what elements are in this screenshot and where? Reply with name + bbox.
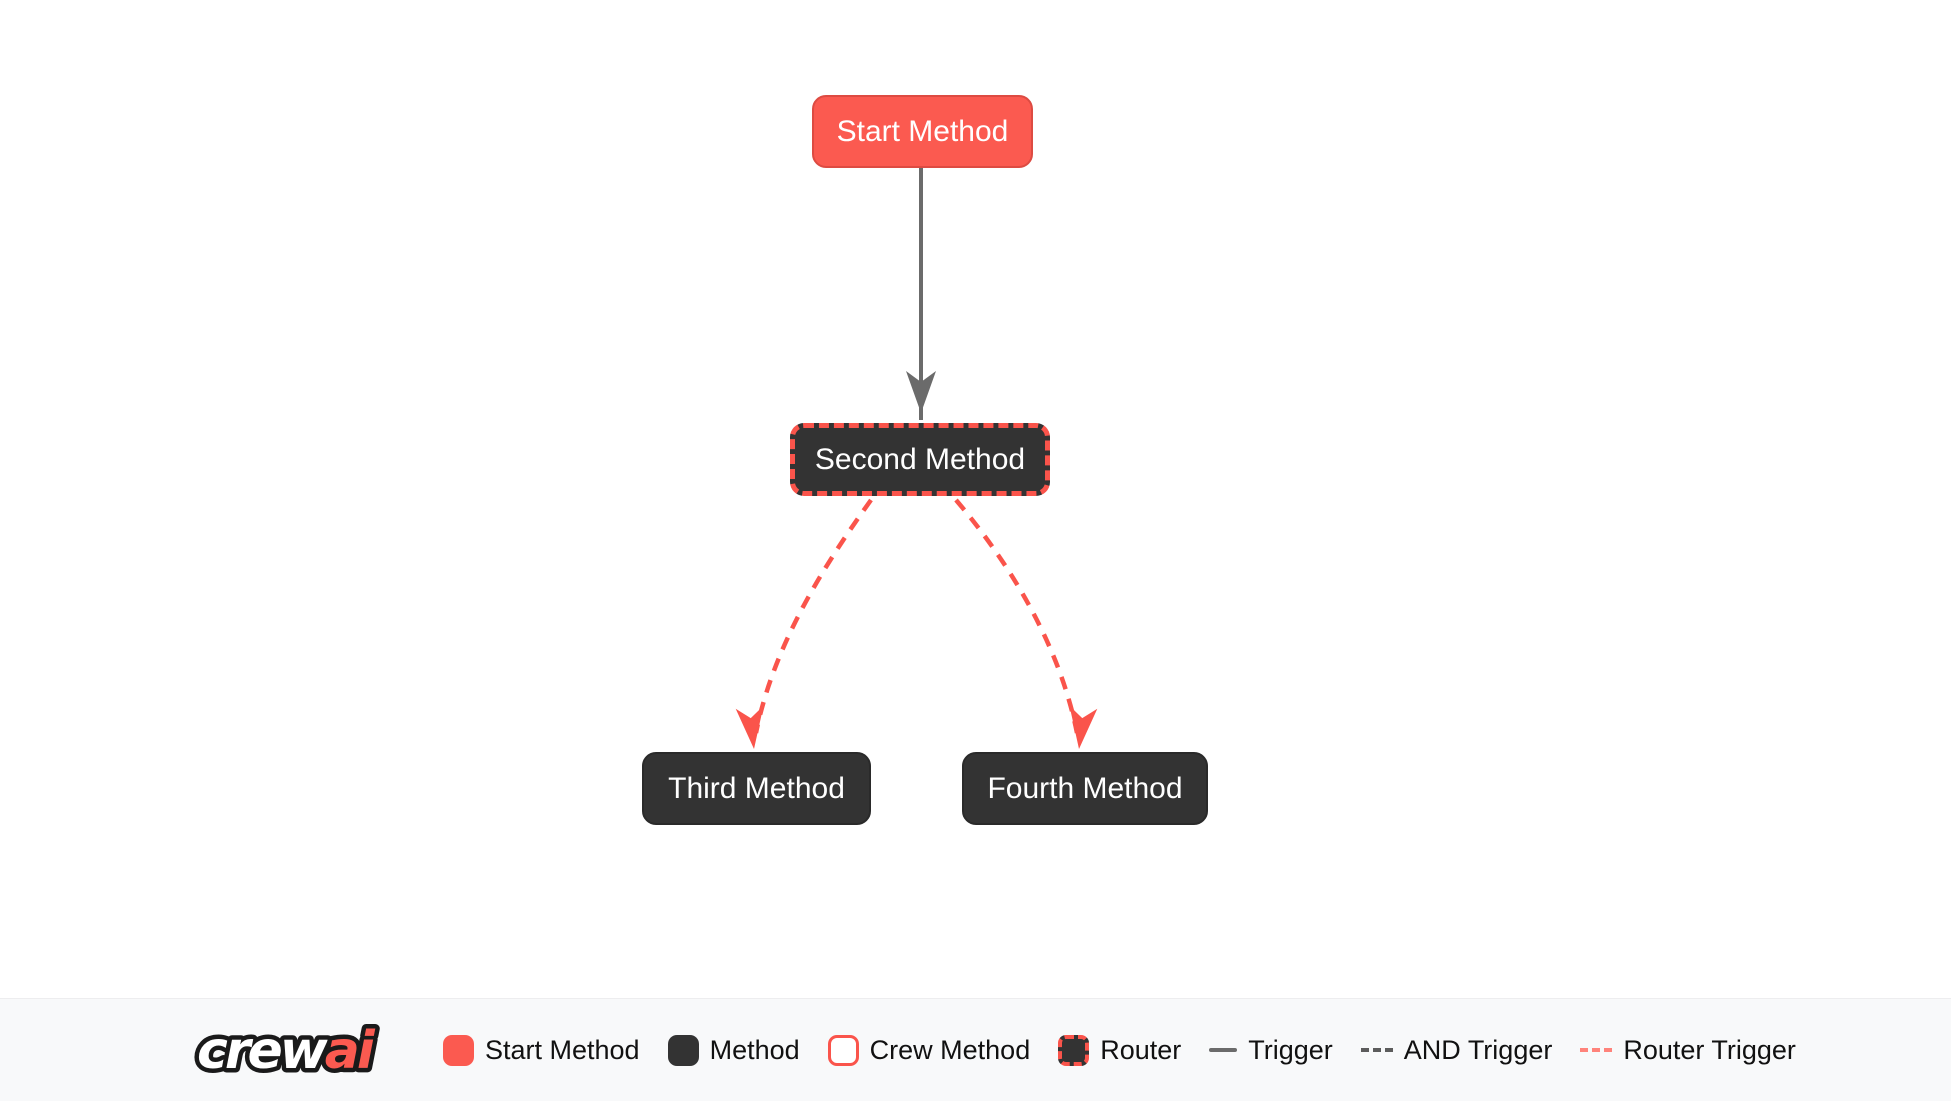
trigger-arrowhead-icon bbox=[906, 371, 936, 413]
trigger-line-icon bbox=[1209, 1048, 1238, 1052]
logo-crew-text: crew bbox=[197, 1021, 329, 1081]
legend-label: Start Method bbox=[485, 1034, 640, 1065]
legend-item-trigger: Trigger bbox=[1209, 1035, 1333, 1066]
and-trigger-line-icon bbox=[1360, 1048, 1393, 1052]
flow-canvas[interactable]: Start Method Second Method Third Method … bbox=[0, 0, 1951, 998]
router-trigger-edge-left bbox=[753, 498, 873, 734]
start-method-swatch-icon bbox=[443, 1034, 474, 1066]
router-swatch-icon bbox=[1058, 1034, 1090, 1066]
crewai-logo-text: crewai bbox=[197, 1021, 376, 1081]
legend-label: Trigger bbox=[1248, 1034, 1333, 1065]
node-fourth-method[interactable]: Fourth Method bbox=[962, 752, 1208, 825]
router-trigger-edge-right bbox=[954, 498, 1080, 734]
node-third-method[interactable]: Third Method bbox=[642, 752, 871, 825]
crewai-logo: crewai bbox=[193, 1017, 383, 1086]
legend-item-and-trigger: AND Trigger bbox=[1360, 1034, 1553, 1066]
legend-label: AND Trigger bbox=[1403, 1034, 1553, 1065]
router-trigger-arrowhead-left-icon bbox=[735, 705, 764, 749]
legend-label: Router Trigger bbox=[1623, 1034, 1796, 1065]
node-second-method[interactable]: Second Method bbox=[790, 423, 1050, 496]
node-start-method[interactable]: Start Method bbox=[812, 95, 1033, 168]
legend-bar: crewai Start Method Method Crew Method R… bbox=[0, 998, 1951, 1101]
legend-label: Router bbox=[1100, 1034, 1182, 1065]
legend-item-router-trigger: Router Trigger bbox=[1580, 1035, 1796, 1066]
router-trigger-arrowhead-right-icon bbox=[1069, 705, 1098, 749]
legend-label: Method bbox=[709, 1034, 800, 1065]
router-trigger-line-icon bbox=[1580, 1048, 1613, 1052]
legend-label: Crew Method bbox=[869, 1034, 1031, 1065]
crew-method-swatch-icon bbox=[827, 1034, 859, 1066]
method-swatch-icon bbox=[667, 1034, 699, 1066]
legend-item-crew-method: Crew Method bbox=[827, 1034, 1031, 1066]
legend-item-method: Method bbox=[667, 1034, 800, 1066]
legend-item-router: Router bbox=[1058, 1034, 1182, 1066]
legend-item-start-method: Start Method bbox=[443, 1034, 640, 1066]
logo-ai-text: ai bbox=[325, 1021, 376, 1081]
